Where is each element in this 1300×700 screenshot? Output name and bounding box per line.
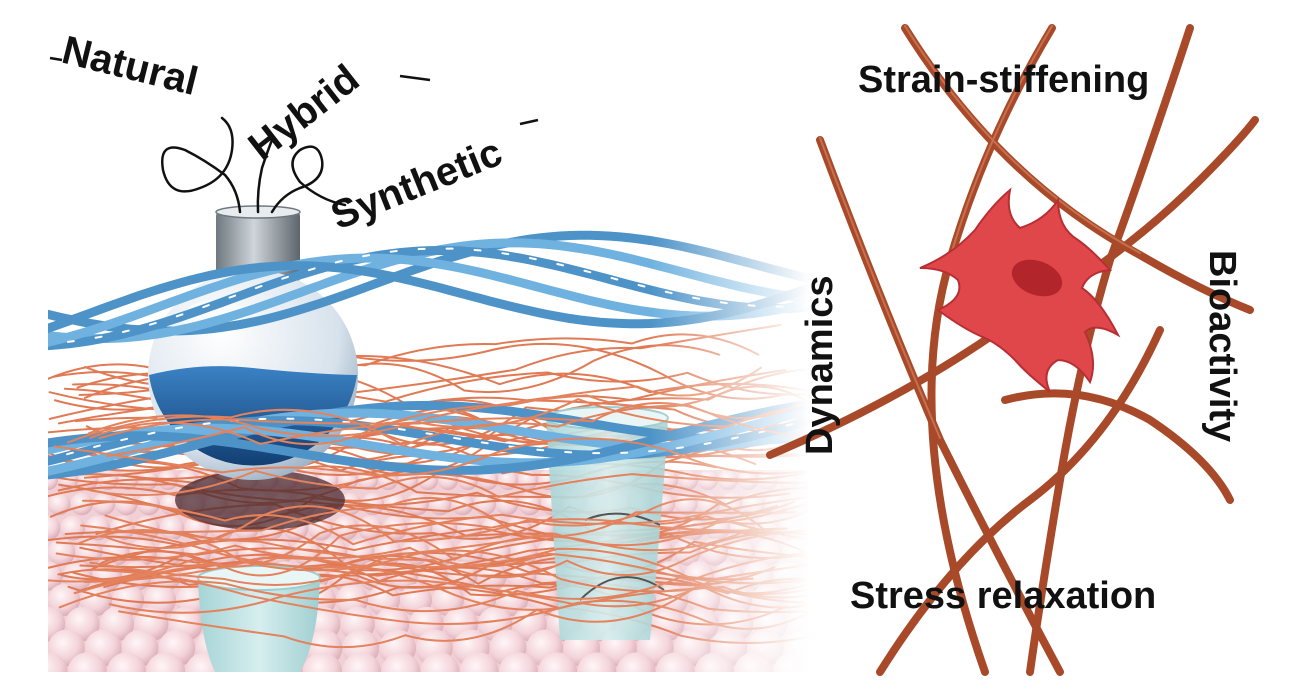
orange-fiber [73,518,786,595]
label-hybrid: Hybrid [240,56,367,169]
cell-bead [106,652,146,672]
cell-bead [804,519,808,537]
label-natural: Natural [58,28,202,104]
cell-bead [48,515,61,541]
orange-fiber [48,524,754,583]
cell-bead [616,652,656,672]
fiber-network-highlights [819,25,1141,439]
cell-bead [48,561,63,591]
cell-bead [67,652,107,672]
cell-bead [48,584,80,616]
tissue-scene [48,200,808,672]
cell-bead [577,652,617,672]
cell-bead [342,652,382,672]
cell-bead [146,652,186,672]
blue-fiber-highlight [48,417,808,461]
cell-bead [496,492,519,516]
cell-bead [48,492,71,516]
label-synthetic: Synthetic [325,130,508,238]
cell-bead [381,652,421,672]
label-strain-stiffening: Strain-stiffening [858,59,1149,101]
cell-bead [420,652,460,672]
label-dynamics: Dynamics [799,275,841,455]
cell-bead [498,652,538,672]
material-type-labels: Natural Hybrid Synthetic [49,28,539,238]
cell-bead [48,652,68,672]
polymer-chain-curls [161,116,347,214]
cell [919,187,1121,393]
label-stress-relaxation: Stress relaxation [850,575,1156,617]
cell-bead [70,492,93,516]
cell-bead [302,652,342,672]
cell-bead [159,515,185,541]
label-bioactivity: Bioactivity [1201,250,1243,442]
cell-bead [92,492,116,516]
cell-bead [459,652,499,672]
cell-bead [48,538,76,566]
cell-bead [538,652,578,672]
cell-bead [62,561,93,591]
cell-bead [333,515,358,541]
